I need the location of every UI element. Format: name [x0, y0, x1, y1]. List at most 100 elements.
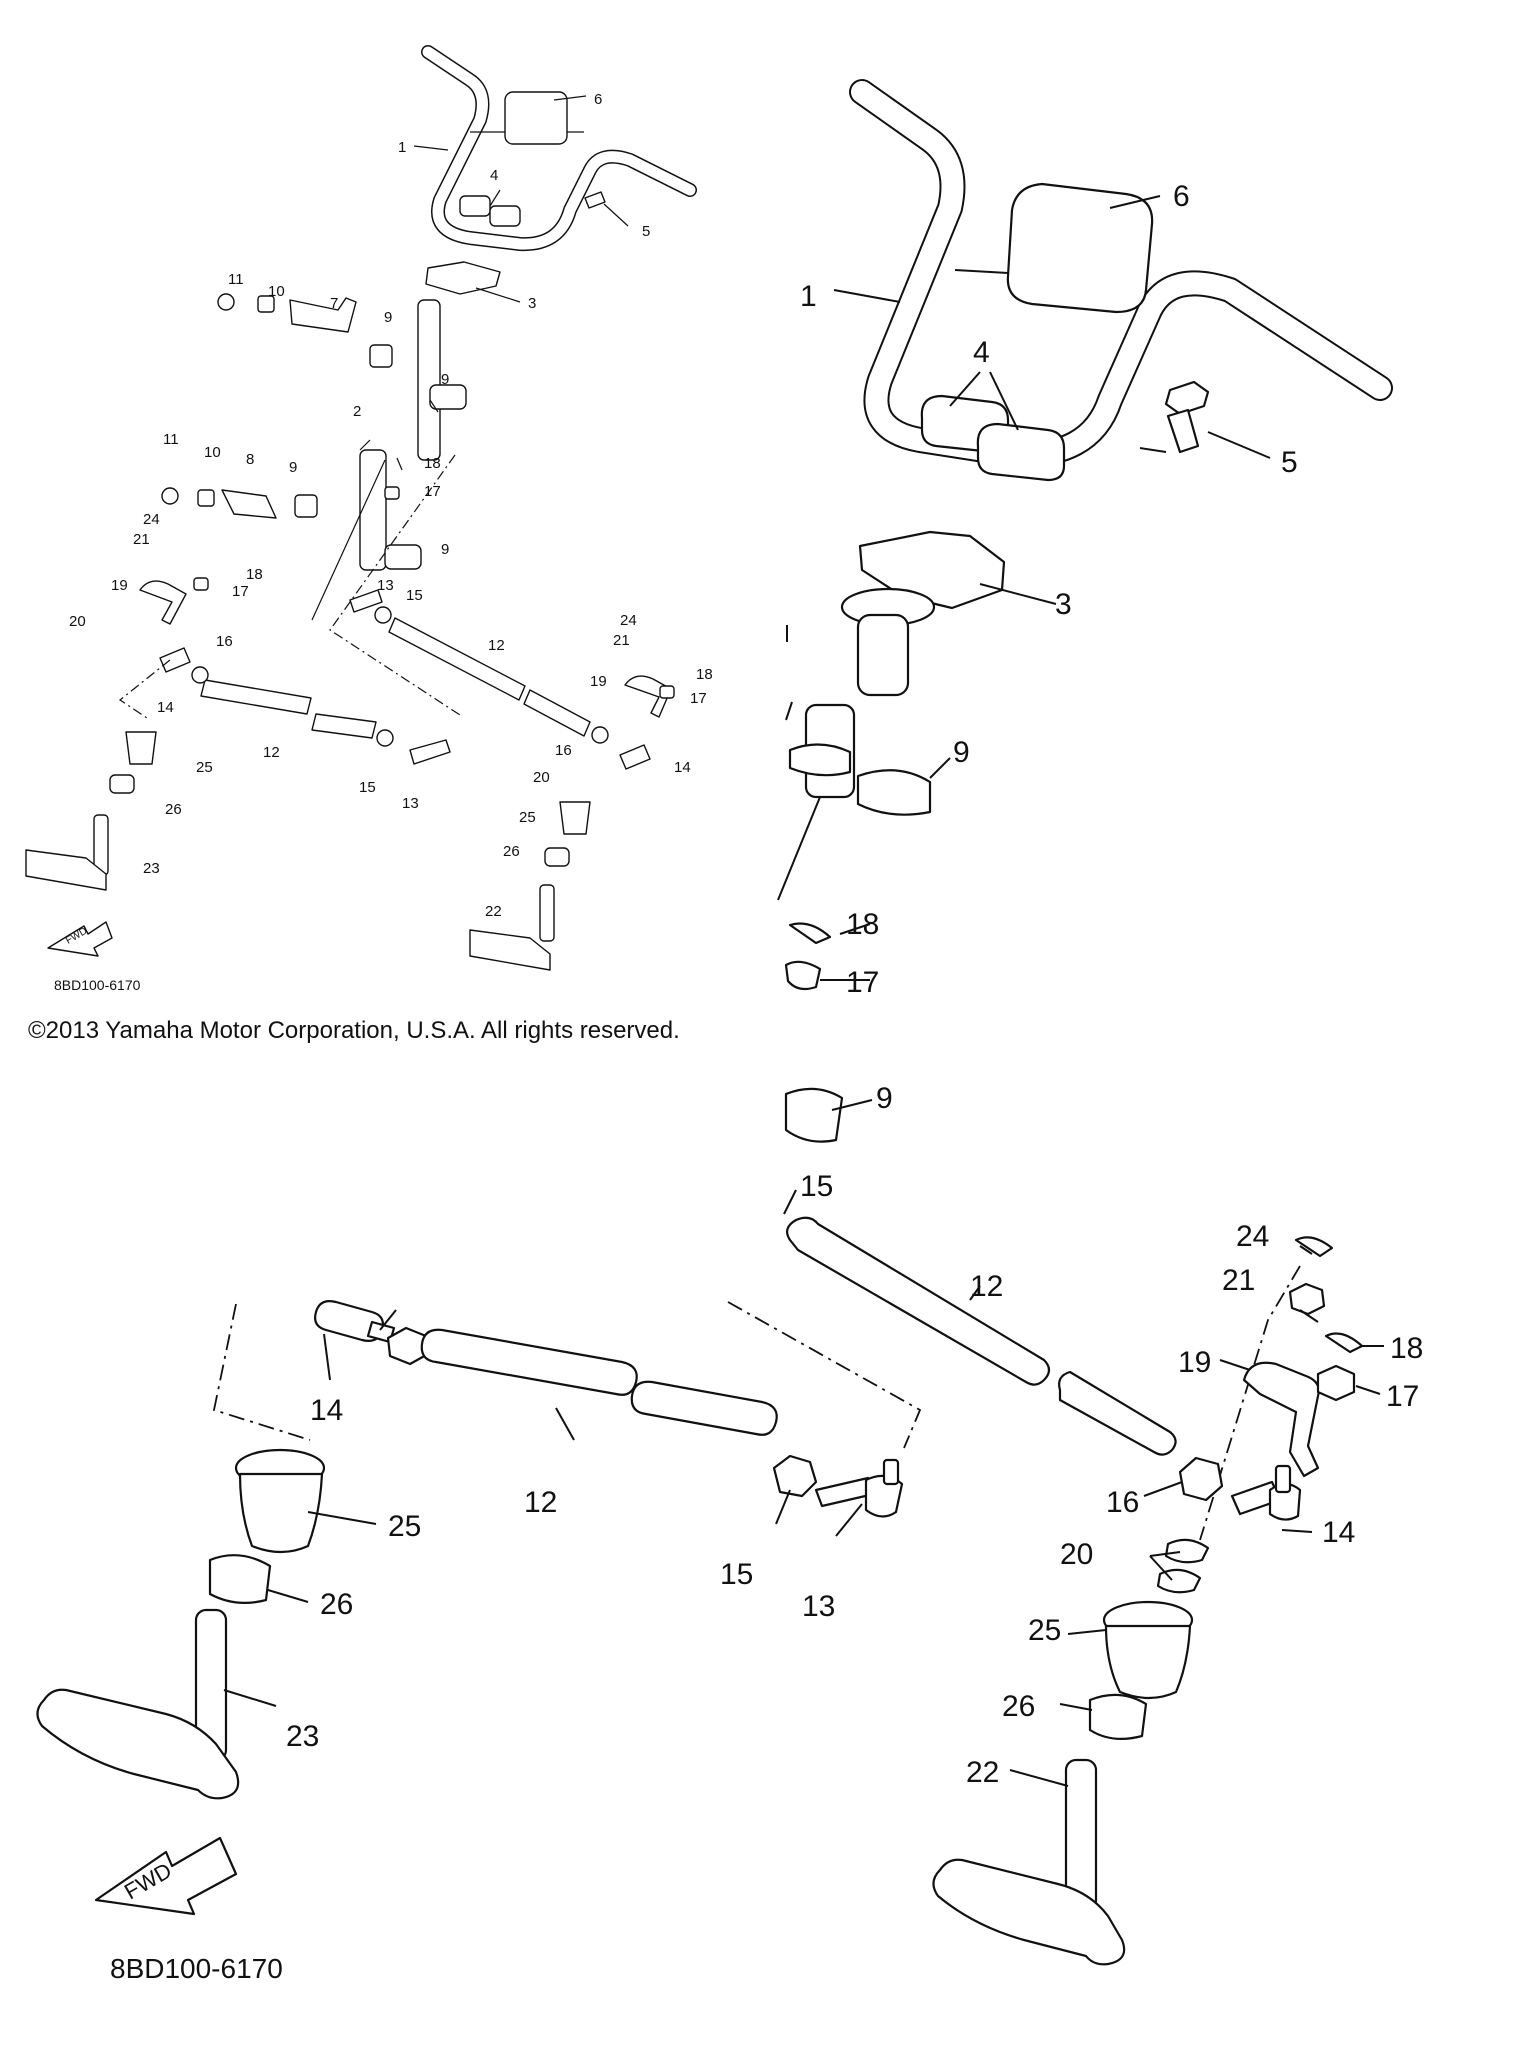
zb-callout-14b: 14 [1322, 1516, 1355, 1549]
overview-bracket-7 [289, 297, 357, 333]
zoom-bushing-collar [788, 743, 852, 777]
overview-bushing-d [384, 544, 422, 570]
ov-callout-23: 23 [143, 860, 160, 877]
zb-callout-26b: 26 [1002, 1690, 1035, 1723]
overview-knuckle-right [469, 884, 555, 971]
zoom-bottom-diagram: FWD 9 [36, 1082, 1423, 1984]
zb-callout-14a: 14 [310, 1394, 343, 1427]
overview-nut-10a [257, 295, 275, 313]
zb-callout-18: 18 [1390, 1332, 1423, 1365]
overview-collar-26a [109, 774, 135, 794]
ov-callout-8: 8 [246, 451, 254, 468]
ov-callout-10a: 10 [268, 283, 285, 300]
ov-callout-16a: 16 [216, 633, 233, 650]
zt-callout-6: 6 [1173, 180, 1190, 213]
overview-handlebar-pad [504, 91, 568, 145]
ov-callout-10b: 10 [204, 444, 221, 461]
overview-bushing-25a [125, 731, 157, 765]
zb-callout-26a: 26 [320, 1588, 353, 1621]
ov-callout-16b: 16 [555, 742, 572, 759]
ov-callout-17c: 17 [690, 690, 707, 707]
ov-callout-21a: 21 [133, 531, 150, 548]
zb-cotter-pin-18 [1324, 1332, 1364, 1354]
zb-tie-rod-end-left [314, 1300, 396, 1344]
zb-collar-26-right [1088, 1693, 1148, 1741]
overview-knuckle-left [25, 814, 109, 891]
ov-callout-19a: 19 [111, 577, 128, 594]
zb-tie-rod-left [420, 1328, 778, 1436]
zb-washer-b [1156, 1568, 1202, 1594]
ov-callout-7: 7 [330, 295, 338, 312]
zb-cotter-pin-24 [1294, 1236, 1334, 1258]
overview-nut-10b [197, 489, 215, 507]
overview-tie-rod-left [200, 679, 377, 739]
ov-callout-12b: 12 [488, 637, 505, 654]
zb-pitman-arm [1242, 1361, 1320, 1478]
ov-callout-5: 5 [642, 223, 650, 240]
ov-callout-11b: 11 [163, 431, 179, 448]
overview-nut-16a [191, 666, 209, 684]
ov-callout-14a: 14 [157, 699, 174, 716]
zb-callout-17: 17 [1386, 1380, 1419, 1413]
overview-tie-rod-right [388, 617, 591, 737]
ov-callout-9d: 9 [441, 541, 449, 558]
zoom-handlebar-pad [1006, 182, 1154, 314]
zoom-top-diagram: 1 3 4 5 6 9 17 18 [777, 79, 1393, 999]
zb-callout-21: 21 [1222, 1264, 1255, 1297]
ov-callout-6: 6 [594, 91, 602, 108]
copyright-notice: ©2013 Yamaha Motor Corporation, U.S.A. A… [28, 1017, 680, 1044]
zb-knuckle-right [932, 1758, 1126, 1966]
ov-callout-13a: 13 [377, 577, 394, 594]
zb-callout-9: 9 [876, 1082, 893, 1115]
overview-steering-column [311, 299, 441, 621]
zb-bushing-25-left [234, 1448, 326, 1554]
overview-bushing-c [294, 494, 318, 518]
ov-callout-4: 4 [490, 167, 498, 184]
ov-callout-11a: 11 [228, 271, 244, 288]
overview-bracket-8 [221, 489, 277, 519]
ov-callout-13b: 13 [402, 795, 419, 812]
zb-callout-15b: 15 [720, 1558, 753, 1591]
overview-collar-26b [544, 847, 570, 867]
zt-callout-5: 5 [1281, 446, 1298, 479]
overview-nut-15a [374, 606, 392, 624]
overview-nut-17b [193, 577, 209, 591]
zb-nut-15 [772, 1454, 818, 1498]
zt-callout-4: 4 [973, 336, 990, 369]
zb-tie-rod-end-13 [814, 1458, 904, 1518]
overview-bolt-11b [161, 487, 179, 505]
zb-callout-24: 24 [1236, 1220, 1269, 1253]
zb-callout-19: 19 [1178, 1346, 1211, 1379]
ov-callout-26a: 26 [165, 801, 182, 818]
overview-upper-clamp-left [459, 195, 491, 217]
zb-knuckle-left [36, 1608, 240, 1800]
overview-diagram-code: 8BD100-6170 [54, 977, 141, 993]
zb-callout-12a: 12 [524, 1486, 557, 1519]
zoom-diagram-code: 8BD100-6170 [110, 1953, 283, 1984]
ov-callout-18a: 18 [424, 455, 441, 472]
ov-callout-9c: 9 [289, 459, 297, 476]
zoom-upper-clamp-right [976, 422, 1066, 482]
overview-fwd-arrow: FWD [47, 921, 113, 957]
ov-callout-24b: 24 [620, 612, 637, 629]
zb-nut-16 [1178, 1456, 1224, 1502]
ov-callout-20b: 20 [533, 769, 550, 786]
zb-callout-13: 13 [802, 1590, 835, 1623]
zt-callout-18: 18 [846, 908, 879, 941]
zt-callout-3: 3 [1055, 588, 1072, 621]
ov-callout-26b: 26 [503, 843, 520, 860]
overview-upper-clamp-right [489, 205, 521, 227]
ov-callout-20a: 20 [69, 613, 86, 630]
overview-nut-17c [659, 685, 675, 699]
overview-nut-17a [384, 486, 400, 500]
zt-callout-1: 1 [800, 280, 817, 313]
ov-callout-22: 22 [485, 903, 502, 920]
overview-tie-rod-end-14b [619, 744, 651, 770]
zb-callout-25b: 25 [1028, 1614, 1061, 1647]
ov-callout-25b: 25 [519, 809, 536, 826]
zoom-bolt [1164, 380, 1210, 454]
zb-callout-25a: 25 [388, 1510, 421, 1543]
zb-washer-a [1164, 1538, 1210, 1564]
zb-callout-16: 16 [1106, 1486, 1139, 1519]
